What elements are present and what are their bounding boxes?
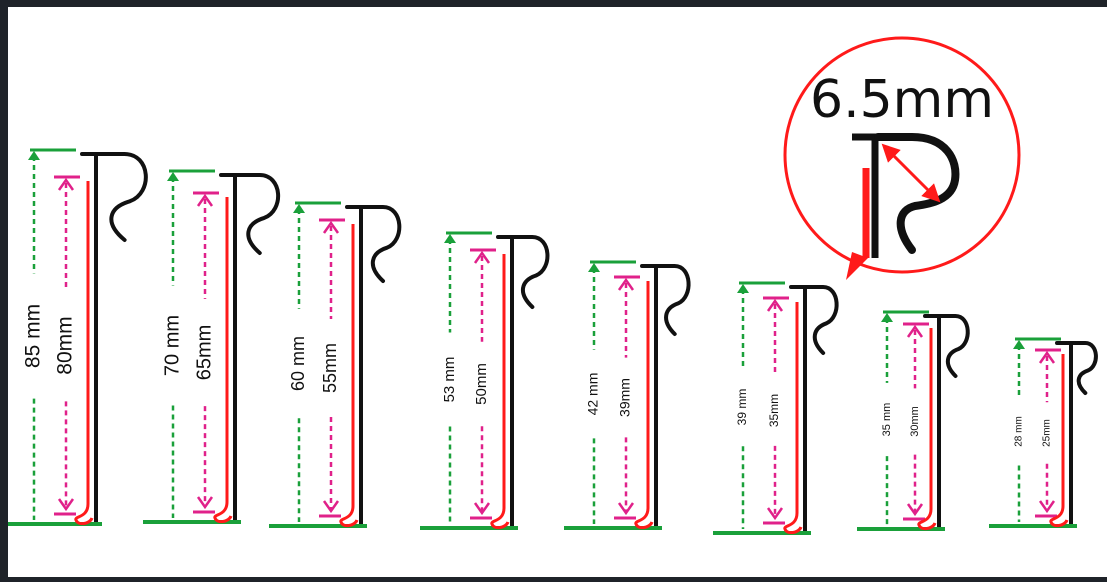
red-strip	[213, 197, 233, 524]
hook-curl-icon	[219, 173, 281, 255]
hook-curl-icon	[789, 285, 839, 355]
outer-arrowhead-icon	[737, 284, 749, 293]
hook-curl-icon	[496, 235, 550, 309]
hook-curl-icon	[80, 152, 148, 242]
inner-arrowhead-up-icon	[906, 324, 924, 338]
hook-profile-3: 60 mm 55mm	[269, 201, 402, 528]
outer-height-label: 35 mm	[881, 403, 893, 437]
inner-height-label: 55mm	[320, 343, 340, 393]
inner-arrowhead-down-icon	[473, 502, 491, 516]
outer-height-label: 39 mm	[735, 389, 749, 426]
inner-arrowhead-up-icon	[473, 250, 491, 264]
hook-curl-icon	[923, 314, 970, 378]
hook-profile-6: 39 mm 35mm	[713, 281, 839, 535]
zoom-pointer-icon	[846, 252, 868, 280]
outer-height-label: 70 mm	[161, 315, 183, 376]
hook-curl-icon	[640, 264, 691, 336]
hook-profile-5: 42 mm 39mm	[564, 260, 691, 530]
outer-arrowhead-icon	[588, 263, 600, 272]
red-strip	[783, 302, 803, 535]
inner-arrowhead-down-icon	[617, 502, 635, 516]
inner-arrowhead-down-icon	[57, 498, 75, 512]
outer-height-label: 28 mm	[1014, 416, 1025, 447]
hook-profile-1: 85 mm 80mm	[8, 148, 148, 526]
inner-height-label: 25mm	[1042, 419, 1053, 447]
hook-profile-8: 28 mm 25mm	[989, 337, 1098, 528]
inner-height-label: 35mm	[767, 394, 781, 427]
hook-profile-icon	[852, 133, 960, 258]
inner-arrowhead-down-icon	[322, 500, 340, 514]
inner-arrowhead-up-icon	[322, 220, 340, 234]
gap-dimension-arrow	[881, 143, 941, 203]
inner-height-label: 80mm	[54, 316, 77, 374]
hook-profiles-diagram: 6.5mm 85 mm 80mm 70 mm 65mm 60 mm 55mm 53 mm 50…	[8, 36, 1098, 535]
outer-arrowhead-icon	[881, 313, 893, 322]
inner-arrowhead-up-icon	[57, 177, 75, 191]
inner-arrowhead-down-icon	[766, 507, 784, 521]
outer-arrowhead-icon	[293, 204, 305, 213]
inner-height-label: 39mm	[617, 378, 633, 417]
zoom-callout: 6.5mm	[783, 36, 1021, 280]
red-strip	[1049, 354, 1069, 528]
outer-arrowhead-icon	[28, 151, 40, 160]
inner-arrowhead-down-icon	[906, 503, 924, 517]
inner-height-label: 50mm	[473, 363, 490, 405]
red-strip	[490, 254, 510, 530]
inner-arrowhead-up-icon	[1038, 350, 1056, 364]
inner-arrowhead-up-icon	[196, 193, 214, 207]
red-strip	[634, 281, 654, 530]
inner-arrowhead-down-icon	[1038, 500, 1056, 514]
inner-height-label: 65mm	[193, 325, 215, 381]
hook-profile-7: 35 mm 30mm	[857, 310, 970, 531]
outer-height-label: 85 mm	[22, 304, 45, 368]
red-strip	[339, 224, 359, 528]
inner-height-label: 30mm	[909, 406, 921, 437]
inner-arrowhead-up-icon	[766, 298, 784, 312]
red-strip	[917, 328, 937, 531]
zoom-label: 6.5mm	[810, 70, 994, 130]
hook-profile-2: 70 mm 65mm	[143, 169, 281, 524]
outer-height-label: 53 mm	[441, 357, 458, 403]
outer-arrowhead-icon	[1013, 340, 1025, 349]
outer-arrowhead-icon	[167, 172, 179, 181]
outer-arrowhead-icon	[444, 234, 456, 243]
hook-curl-icon	[345, 205, 402, 283]
inner-arrowhead-down-icon	[196, 496, 214, 510]
red-strip	[74, 181, 94, 526]
hook-curl-icon	[1055, 341, 1098, 395]
inner-arrowhead-up-icon	[617, 277, 635, 291]
outer-height-label: 42 mm	[585, 373, 601, 416]
diagram-canvas: 6.5mm 85 mm 80mm 70 mm 65mm 60 mm 55mm 53 mm 50…	[8, 7, 1107, 577]
outer-height-label: 60 mm	[288, 336, 308, 391]
hook-profile-4: 53 mm 50mm	[420, 231, 550, 530]
profiles-layer: 85 mm 80mm 70 mm 65mm 60 mm 55mm 53 mm 50mm 42 m…	[8, 148, 1098, 535]
